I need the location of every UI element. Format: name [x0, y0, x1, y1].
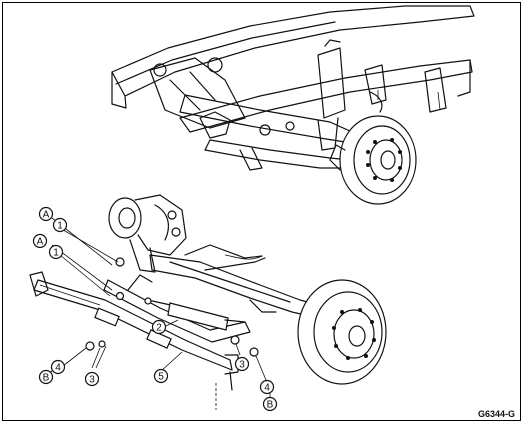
hardware-nuts — [85, 291, 259, 357]
vehicle-frame-assembly — [111, 5, 475, 171]
callout-1-2: 1 — [48, 244, 64, 260]
callout-4-left: 4 — [50, 359, 66, 375]
callout-B-left: B — [38, 369, 54, 385]
callout-A-2: A — [32, 233, 48, 249]
left-steering-knuckle — [108, 194, 187, 273]
svg-text:1: 1 — [53, 248, 59, 259]
tie-rod — [29, 271, 239, 410]
svg-text:B: B — [267, 400, 274, 411]
svg-text:1: 1 — [57, 221, 63, 232]
svg-text:A: A — [37, 237, 44, 248]
diagram-frame — [2, 2, 521, 421]
callout-2: 2 — [151, 319, 167, 335]
svg-text:B: B — [43, 373, 50, 384]
svg-text:3: 3 — [89, 375, 95, 386]
top-brake-rotor — [329, 115, 417, 205]
svg-text:3: 3 — [239, 360, 245, 371]
svg-text:4: 4 — [264, 383, 270, 394]
callout-5: 5 — [153, 368, 169, 384]
svg-text:2: 2 — [156, 323, 162, 334]
svg-text:5: 5 — [158, 372, 164, 383]
figure-code-label: G6344-G — [477, 409, 515, 419]
callout-3-left: 3 — [84, 371, 100, 387]
svg-text:4: 4 — [55, 363, 61, 374]
svg-text:A: A — [43, 210, 50, 221]
callout-A-1: A — [38, 206, 54, 222]
callout-B-right: B — [262, 396, 278, 412]
callout-4-right: 4 — [259, 379, 275, 395]
callout-3-right: 3 — [234, 356, 250, 372]
callout-1-1: 1 — [52, 217, 68, 233]
leader-lines — [47, 217, 271, 400]
bottom-brake-rotor — [297, 279, 387, 385]
steering-damper — [144, 297, 246, 331]
